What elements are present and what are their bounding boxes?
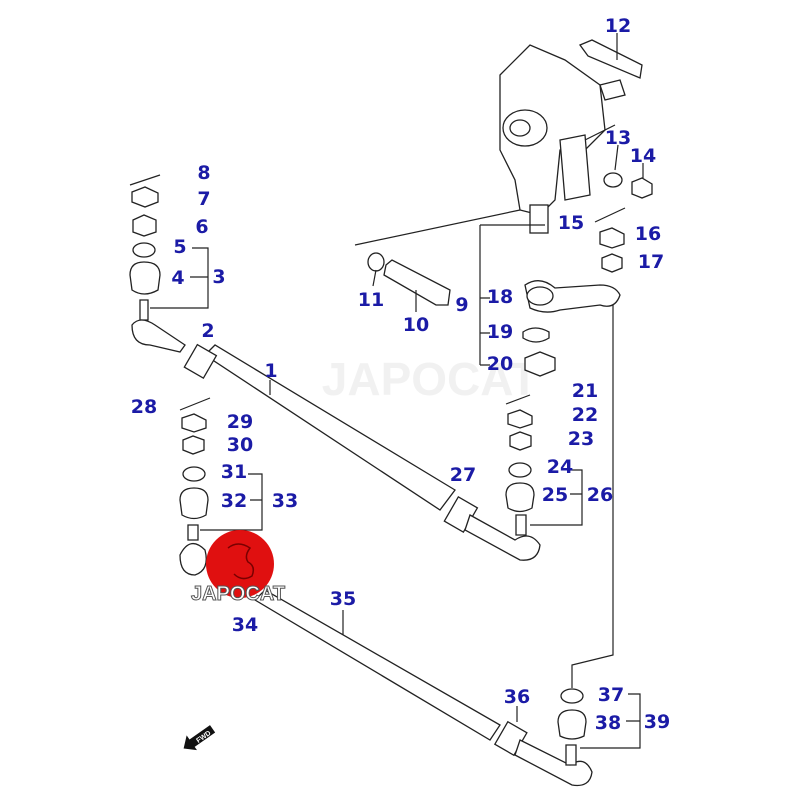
washer-5 <box>132 242 156 258</box>
washer-24 <box>508 462 532 478</box>
callout-15: 15 <box>558 212 584 234</box>
fwd-label: FWD <box>195 730 212 745</box>
nut-14 <box>631 177 653 199</box>
callout-30: 30 <box>227 434 253 456</box>
callout-11: 11 <box>358 289 384 311</box>
castle-nut-7 <box>131 186 159 208</box>
callout-3: 3 <box>212 266 225 288</box>
callout-1: 1 <box>264 360 277 382</box>
boot-32 <box>179 487 209 520</box>
callout-28: 28 <box>131 396 157 418</box>
callout-9: 9 <box>455 294 468 316</box>
nut-6 <box>132 214 157 237</box>
pitman-arm-18 <box>524 280 621 313</box>
callout-33: 33 <box>272 490 298 512</box>
callout-12: 12 <box>605 15 631 37</box>
boot-4 <box>129 261 161 295</box>
bolt-12 <box>578 39 643 79</box>
nut-30 <box>182 435 205 455</box>
callout-32: 32 <box>221 490 247 512</box>
callout-26: 26 <box>587 484 613 506</box>
callout-25: 25 <box>542 484 568 506</box>
washer-13 <box>603 172 623 188</box>
callout-38: 38 <box>595 712 621 734</box>
callout-39: 39 <box>644 711 670 733</box>
japocat-logo: JAPOCAT <box>190 530 286 606</box>
callout-20: 20 <box>487 353 513 375</box>
callout-27: 27 <box>450 464 476 486</box>
callout-34: 34 <box>232 614 258 636</box>
washer-19 <box>522 327 550 343</box>
callout-22: 22 <box>572 404 598 426</box>
callout-5: 5 <box>173 236 186 258</box>
tie-rod-end-right <box>464 514 541 561</box>
watermark: JAPOCAT <box>322 353 538 405</box>
boot-38 <box>557 709 587 740</box>
callout-13: 13 <box>605 127 631 149</box>
nut-23 <box>509 431 532 451</box>
washer-31 <box>182 466 206 482</box>
logo-text: JAPOCAT <box>191 583 285 605</box>
callout-6: 6 <box>195 216 208 238</box>
nut-17 <box>601 253 623 273</box>
castle-nut-16 <box>599 227 625 249</box>
bolt-10 <box>383 259 451 306</box>
callout-16: 16 <box>635 223 661 245</box>
callout-35: 35 <box>330 588 356 610</box>
castle-nut-29 <box>181 413 207 433</box>
castle-nut-22 <box>507 409 533 429</box>
forward-arrow-icon: FWD <box>183 725 216 751</box>
callout-10: 10 <box>403 314 429 336</box>
callout-14: 14 <box>630 145 656 167</box>
callout-23: 23 <box>568 428 594 450</box>
tie-rod-1 <box>203 344 456 511</box>
callout-36: 36 <box>504 686 530 708</box>
callout-29: 29 <box>227 411 253 433</box>
tie-rod-35 <box>253 589 501 741</box>
steering-gear-box <box>499 44 626 234</box>
washer-11 <box>367 252 385 272</box>
callout-2: 2 <box>201 320 214 342</box>
nut-20 <box>524 351 556 377</box>
callout-7: 7 <box>197 188 210 210</box>
callout-17: 17 <box>638 251 664 273</box>
washer-37 <box>560 688 584 704</box>
callout-37: 37 <box>598 684 624 706</box>
tie-rod-end-2 <box>131 319 186 353</box>
callout-24: 24 <box>547 456 573 478</box>
callout-8: 8 <box>197 162 210 184</box>
boot-25 <box>505 482 535 513</box>
callout-18: 18 <box>487 286 513 308</box>
tie-rod-end-lower <box>514 739 593 787</box>
tie-rod-end-34 <box>179 543 207 576</box>
callout-21: 21 <box>572 380 598 402</box>
callout-4: 4 <box>171 267 184 289</box>
callout-19: 19 <box>487 321 513 343</box>
callout-31: 31 <box>221 461 247 483</box>
